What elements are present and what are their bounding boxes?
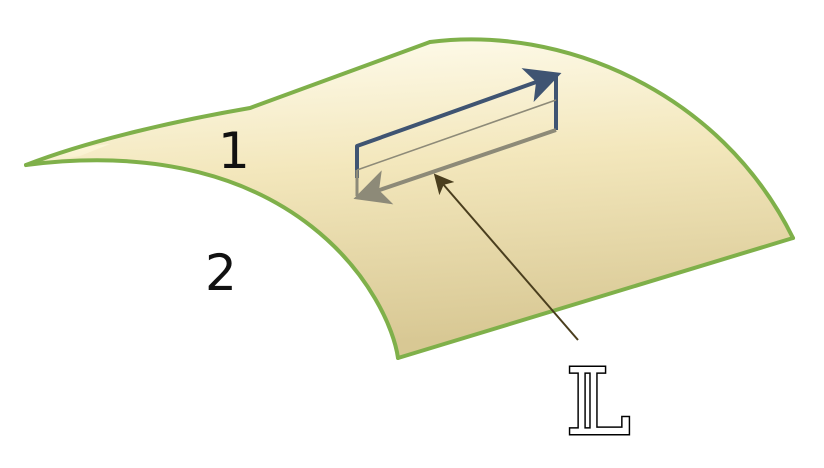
surface-front-edge [24, 158, 400, 360]
surface-right-edge [396, 236, 795, 360]
interface-surface [26, 39, 793, 358]
loop-lower-arrow [353, 128, 557, 205]
surface-top-edge [24, 40, 432, 167]
region-1-label: 1 [218, 122, 250, 180]
surface-back-band [26, 144, 110, 165]
surface-far-edge [428, 37, 795, 240]
loop-label: 𝕃 [566, 349, 631, 456]
integration-loop [353, 68, 562, 205]
loop-upper-arrow [355, 68, 562, 178]
loop-pointer [433, 173, 579, 341]
region-2-label: 2 [205, 244, 237, 302]
loop-interface-line [356, 99, 557, 171]
